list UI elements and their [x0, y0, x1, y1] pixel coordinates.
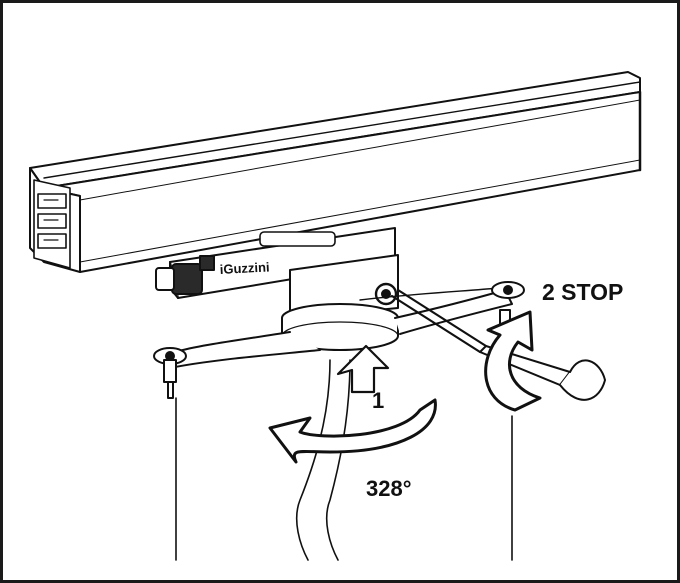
brand-logo: iGuzzini [219, 259, 270, 277]
track-rail [29, 71, 642, 273]
locking-screw [374, 282, 398, 306]
rotation-arrow-1 [268, 344, 437, 464]
step-1-label: 1 [372, 388, 384, 413]
adapter-knob [155, 255, 215, 295]
track-adapter [169, 227, 399, 319]
rotation-angle-label: 328° [366, 476, 412, 501]
step-2-stop-label: 2 STOP [542, 279, 623, 305]
screwdriver [390, 288, 606, 401]
suspension-cables [175, 359, 513, 561]
rotation-arrow-2 [484, 310, 542, 412]
